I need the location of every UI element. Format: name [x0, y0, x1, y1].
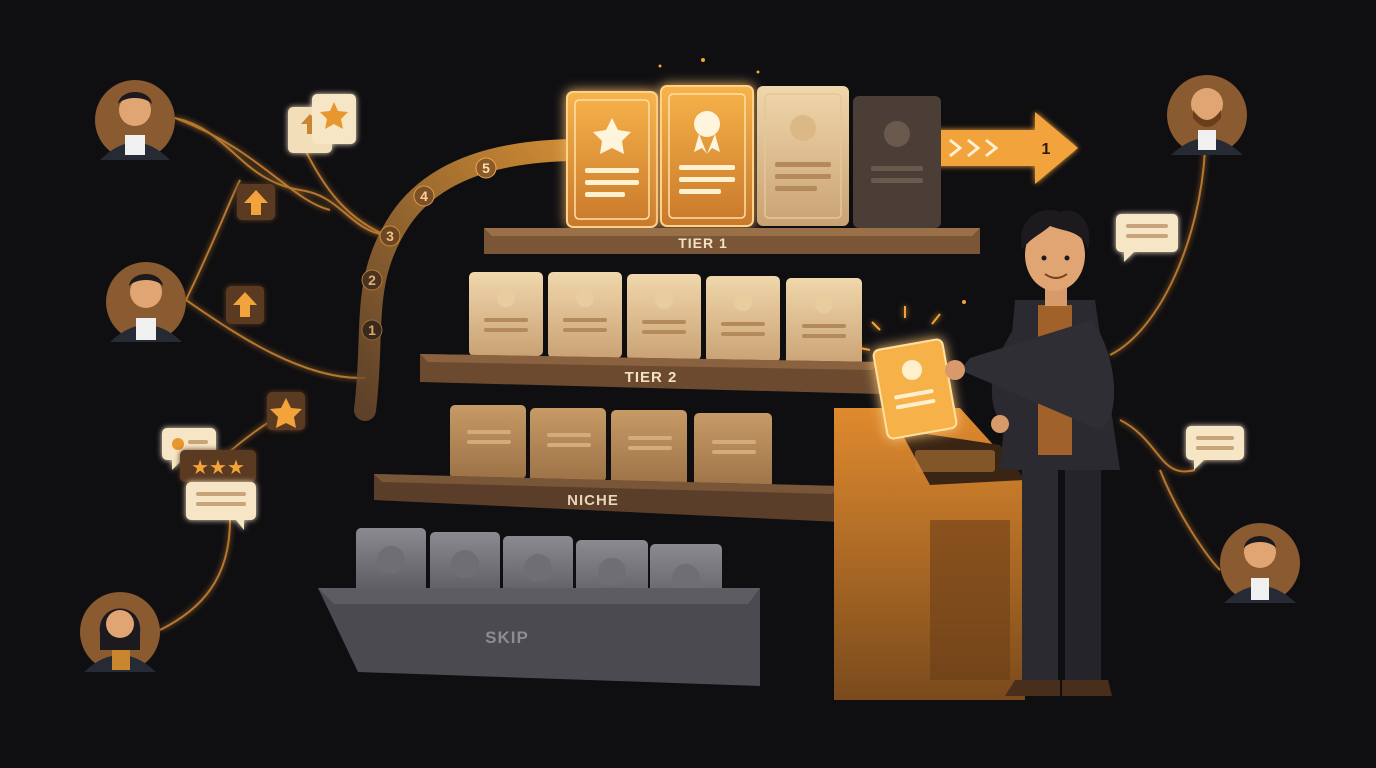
tier2-card — [627, 274, 701, 360]
avatar — [1167, 75, 1247, 155]
sparkle-icon — [658, 58, 966, 304]
niche-card — [694, 413, 772, 491]
speech-bubble-icon — [1186, 426, 1244, 470]
right-connectors — [1109, 149, 1221, 571]
stars-rating: ★★★ — [191, 455, 245, 479]
connector-line — [159, 519, 231, 631]
skip-bin: SKIP — [318, 528, 760, 686]
step-5: 5 — [482, 160, 490, 176]
step-2: 2 — [368, 272, 376, 288]
kiosk — [834, 306, 1025, 700]
kiosk-glowing-card — [872, 338, 958, 440]
connector-line — [1159, 469, 1221, 571]
niche-card — [611, 410, 687, 486]
step-1: 1 — [368, 322, 376, 338]
tier1-card-award — [660, 85, 754, 227]
avatar — [95, 80, 175, 160]
stars-rating-icon: ★★★ — [180, 450, 256, 482]
niche-label: NICHE — [567, 492, 619, 509]
star-icon — [267, 392, 305, 430]
sparkle-icon — [859, 306, 941, 351]
tier1-card-cream — [757, 86, 849, 226]
award-ribbon-icon — [694, 111, 720, 137]
progress-path — [354, 139, 591, 421]
tier2-label: TIER 2 — [625, 369, 678, 386]
step-4: 4 — [420, 188, 428, 204]
tier1-label: TIER 1 — [678, 235, 728, 251]
avatar — [106, 262, 186, 342]
speech-bubble-icon — [186, 482, 256, 530]
up-arrow-icon — [237, 184, 275, 220]
niche-card — [450, 405, 526, 479]
arrow-label: 1 — [1042, 141, 1051, 158]
connector-line — [299, 139, 386, 236]
avatar — [80, 592, 160, 672]
skip-label: SKIP — [485, 628, 529, 647]
review-cards-icon — [288, 94, 356, 153]
connector-line — [1119, 419, 1196, 473]
tier1-shelf: TIER 1 — [484, 85, 980, 254]
tier1-card-star — [566, 91, 658, 228]
star-icon — [320, 102, 348, 129]
connector-line — [185, 299, 366, 380]
skip-card — [356, 528, 426, 594]
skip-card — [430, 532, 500, 598]
person-figure — [945, 209, 1120, 696]
tier2-card — [469, 272, 543, 356]
speech-bubble-icon — [1116, 214, 1178, 262]
tier2-card — [786, 278, 862, 366]
niche-shelf: NICHE — [374, 405, 840, 522]
avatar — [1220, 523, 1300, 603]
tier1-card-dark — [853, 96, 941, 228]
step-3: 3 — [386, 228, 394, 244]
promotion-arrow: 1 — [930, 112, 1078, 184]
up-arrow-icon — [226, 286, 264, 324]
star-icon — [593, 118, 631, 154]
skip-card — [503, 536, 573, 602]
connector-line — [174, 117, 331, 211]
tier2-shelf: TIER 2 — [420, 272, 880, 394]
tier2-card — [706, 276, 780, 362]
connector-line — [1109, 149, 1206, 356]
connector-line — [185, 179, 241, 301]
niche-card — [530, 408, 606, 482]
tier2-card — [548, 272, 622, 358]
step-markers: 1 2 3 4 5 — [361, 157, 497, 341]
